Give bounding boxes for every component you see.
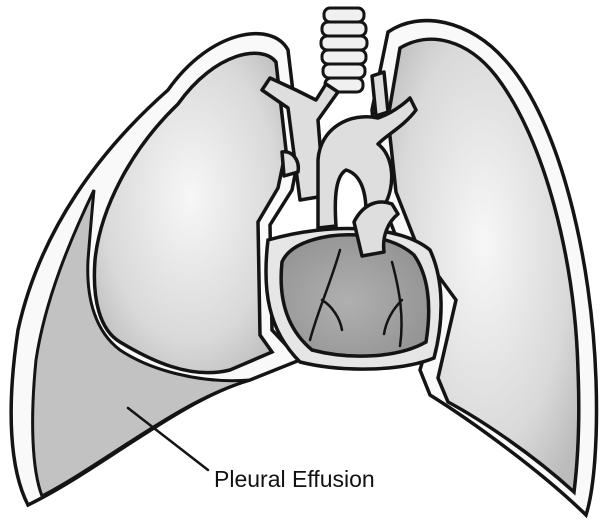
right-lung <box>94 53 286 372</box>
heart <box>281 235 429 356</box>
spine <box>321 8 367 92</box>
pleural-effusion-label: Pleural Effusion <box>214 466 375 493</box>
